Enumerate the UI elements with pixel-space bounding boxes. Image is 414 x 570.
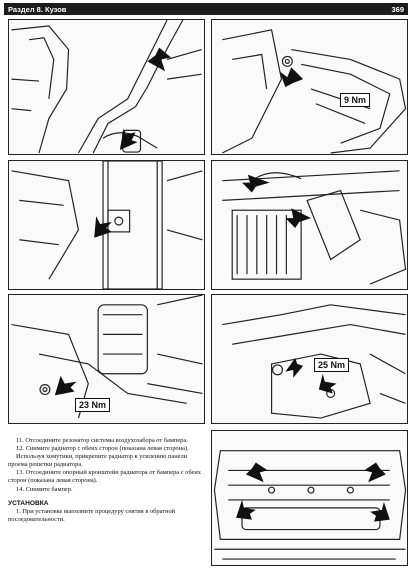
figure-radiator-clip <box>211 160 408 290</box>
figure-drawing <box>11 161 203 289</box>
figure-drawing <box>213 450 407 560</box>
instructions: 11. Отсоедините резонатор системы воздух… <box>8 437 206 524</box>
arrow-icon <box>285 358 304 378</box>
figure-drawing <box>11 20 202 154</box>
arrow-icon <box>54 375 77 396</box>
figure-radiator-side <box>8 160 205 290</box>
install-heading: УСТАНОВКА <box>8 499 49 507</box>
arrow-icon <box>364 462 386 483</box>
step-12: 12. Снимите радиатор с обеих сторон (пок… <box>16 445 189 453</box>
arrow-icon <box>370 501 390 522</box>
arrow-icon <box>318 373 337 394</box>
arrow-icon <box>147 47 172 72</box>
step-12-note: Используя хомутики, прикрепите радиатор … <box>8 453 188 469</box>
arrow-icon <box>285 208 311 228</box>
step-14: 14. Снимите бампер. <box>16 485 73 493</box>
figure-bracket-25nm: 25 Nm <box>211 294 408 424</box>
page-header: Раздел 8. Кузов 369 <box>4 3 408 15</box>
torque-label: 25 Nm <box>314 358 350 372</box>
page-number: 369 <box>391 4 404 14</box>
figure-drawing <box>222 304 406 419</box>
figure-bracket-23nm: 23 Nm <box>8 294 205 424</box>
arrow-icon <box>119 128 138 151</box>
figure-drawing <box>222 29 407 154</box>
arrow-icon <box>94 216 112 238</box>
arrow-icon <box>236 499 256 520</box>
section-title: Раздел 8. Кузов <box>8 4 67 14</box>
torque-label: 23 Nm <box>75 398 111 412</box>
figure-drawing <box>222 170 407 285</box>
arrow-icon <box>279 67 304 87</box>
step-11: 11. Отсоедините резонатор системы воздух… <box>16 437 188 444</box>
step-13: 13. Отсоедините опорный кронштейн радиат… <box>8 469 201 485</box>
arrow-icon <box>242 174 270 193</box>
torque-label: 9 Nm <box>340 93 371 107</box>
figure-bumper <box>211 430 408 566</box>
arrow-icon <box>245 462 268 483</box>
figure-bracket-9nm: 9 Nm <box>211 19 408 155</box>
install-step-1: 1. При установке выполните процедуру сня… <box>8 507 176 523</box>
figure-stabilizer-bar <box>8 19 205 155</box>
